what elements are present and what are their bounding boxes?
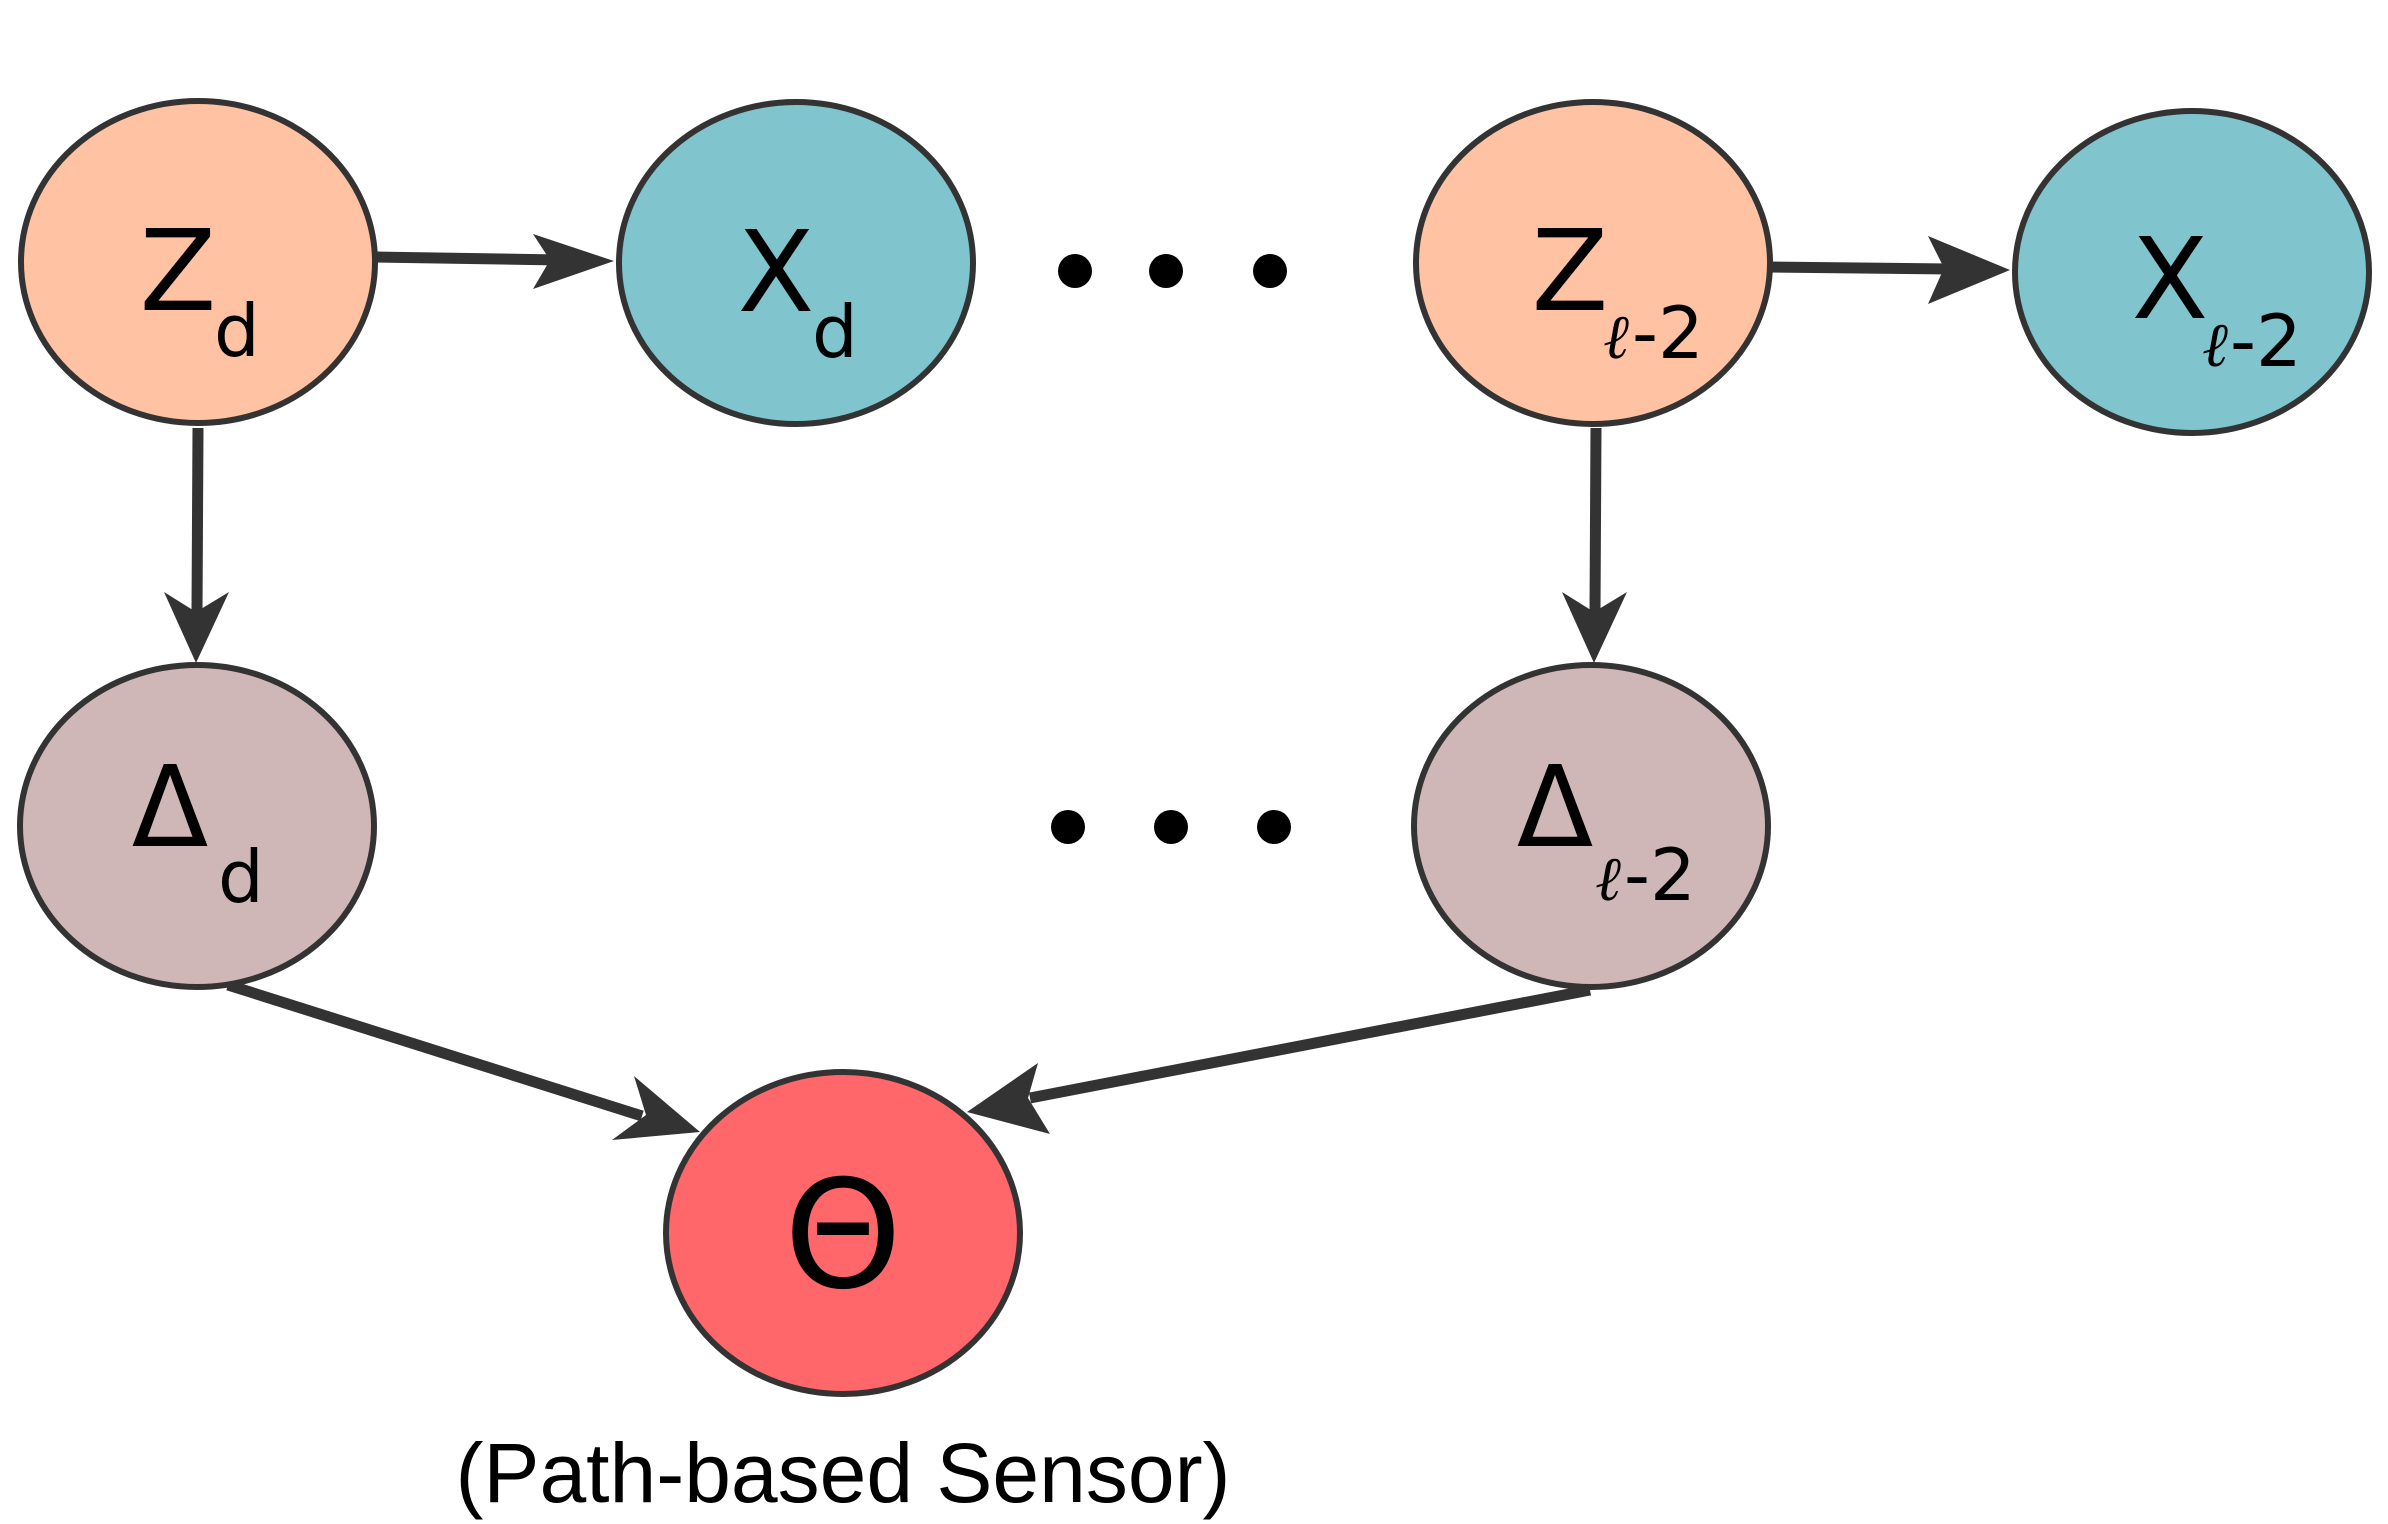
ellipsis-bottom xyxy=(1051,810,1291,844)
ellipsis-dot xyxy=(1051,810,1085,844)
node-label-main: X xyxy=(738,208,815,338)
ellipsis-dot xyxy=(1154,810,1188,844)
node-label-sub: d xyxy=(214,289,260,373)
ellipsis-dot xyxy=(1253,254,1287,288)
node-delta-d: Δ d xyxy=(17,662,377,990)
ellipsis-dot xyxy=(1257,810,1291,844)
node-z-d: Z d xyxy=(18,98,378,426)
node-ellipse xyxy=(1413,99,1773,427)
node-label-main: Θ xyxy=(784,1149,902,1323)
edge-zl2-to-deltal2 xyxy=(1562,427,1627,663)
ellipsis-top xyxy=(1058,254,1287,288)
node-ellipse xyxy=(1411,662,1771,990)
node-label-sub: -2 xyxy=(1632,291,1704,375)
ellipsis-dot xyxy=(1149,254,1183,288)
edge-zl2-to-xl2 xyxy=(1769,236,2010,304)
node-label-sub: d xyxy=(218,835,264,919)
node-z-l2: Z ℓ -2 xyxy=(1413,99,1773,427)
node-ellipse xyxy=(663,1069,1023,1397)
node-label-sub: d xyxy=(812,290,858,374)
node-label-sub: -2 xyxy=(2230,299,2302,383)
node-x-d: X d xyxy=(616,99,976,427)
node-ellipse xyxy=(18,98,378,426)
node-label-main: X xyxy=(2132,215,2209,345)
ellipsis-dot xyxy=(1058,254,1092,288)
node-label-ell: ℓ xyxy=(1603,300,1629,373)
edge-deltad-to-theta xyxy=(226,979,700,1140)
node-label-main: Δ xyxy=(1517,743,1594,873)
node-ellipse xyxy=(2012,108,2372,436)
node-label-sub: -2 xyxy=(1624,833,1696,917)
node-label-main: Δ xyxy=(132,743,209,873)
node-theta: Θ xyxy=(663,1069,1023,1397)
node-delta-l2: Δ ℓ -2 xyxy=(1411,662,1771,990)
node-ellipse xyxy=(17,662,377,990)
node-label-main: Z xyxy=(1532,207,1609,337)
edge-zd-to-deltad xyxy=(164,427,229,663)
node-label-main: Z xyxy=(140,207,217,337)
node-x-l2: X ℓ -2 xyxy=(2012,108,2372,436)
edge-deltal2-to-theta xyxy=(967,984,1592,1134)
node-label-ell: ℓ xyxy=(1595,842,1621,915)
caption: (Path-based Sensor) xyxy=(455,1426,1230,1520)
node-ellipse xyxy=(616,99,976,427)
node-label-ell: ℓ xyxy=(2202,308,2228,381)
edges xyxy=(164,234,2010,1140)
edge-zd-to-xd xyxy=(375,234,614,289)
